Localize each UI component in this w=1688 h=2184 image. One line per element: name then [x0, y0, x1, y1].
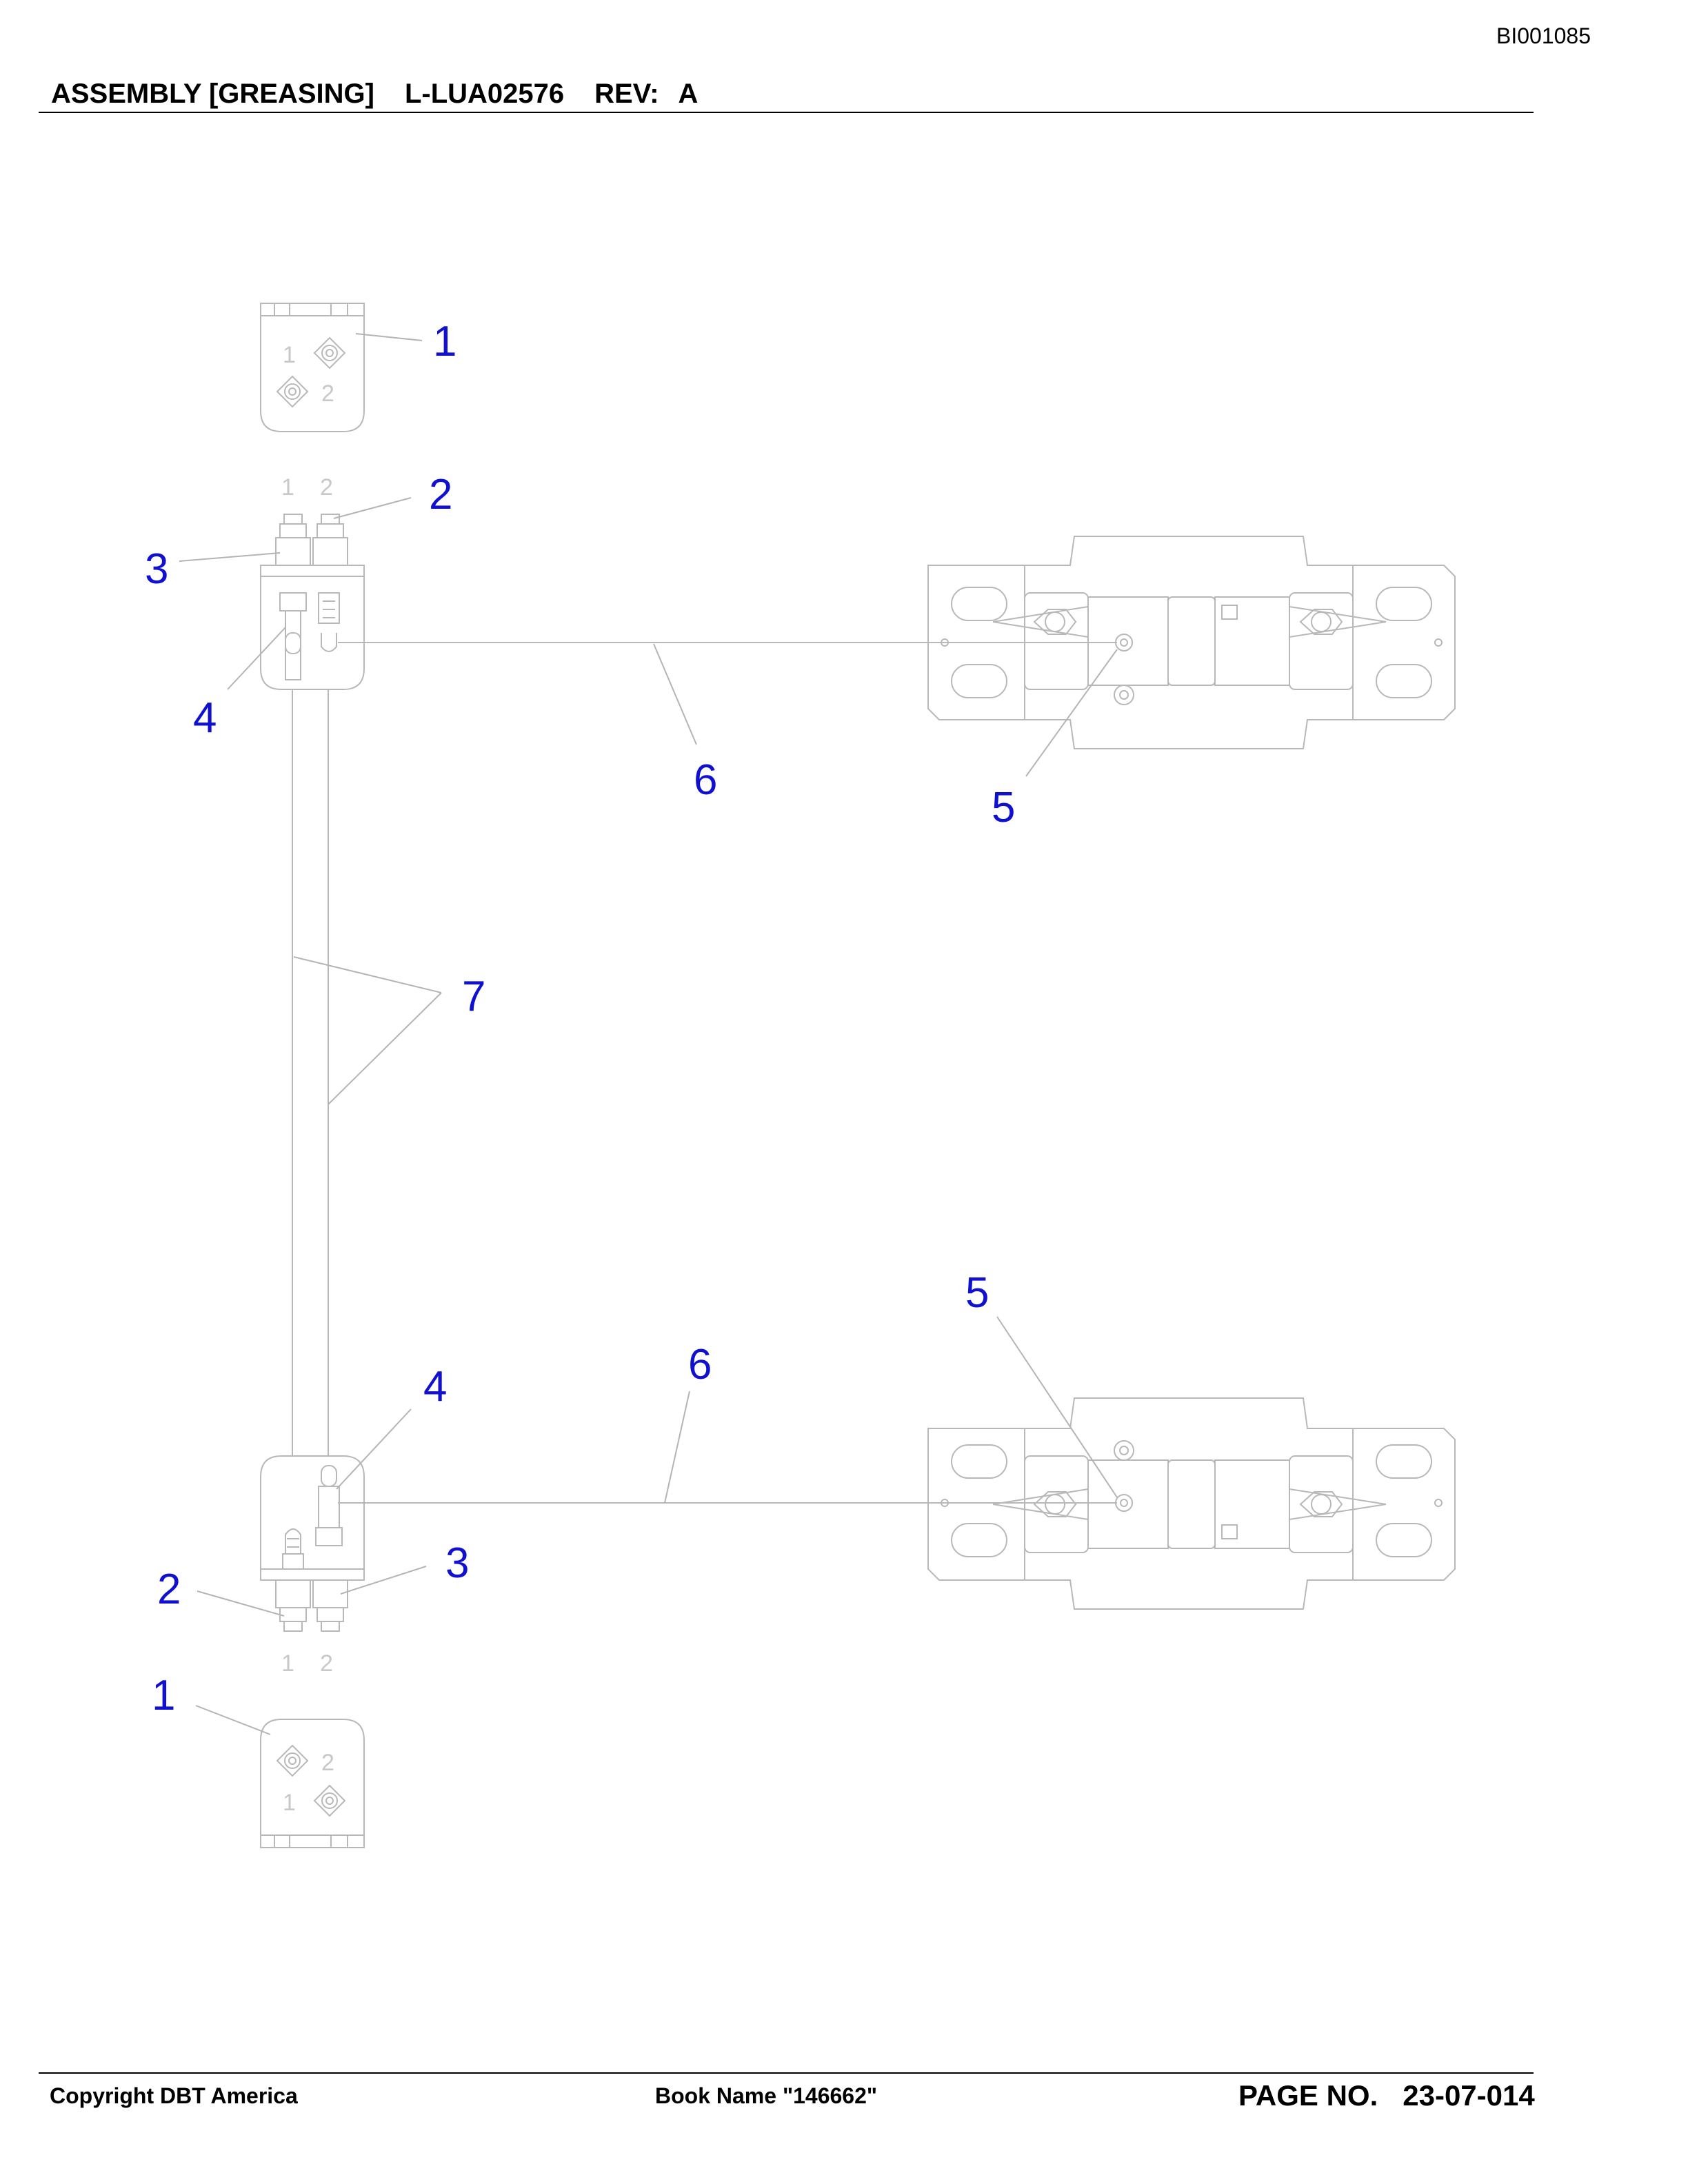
port-nipple-icon: [313, 336, 346, 370]
callout-item-6: 6: [688, 1341, 712, 1388]
bottom-manifold-block: 2 1: [260, 1719, 365, 1848]
port-label-1: 1: [283, 1790, 296, 1816]
footer-copyright: Copyright DBT America: [50, 2083, 298, 2108]
port-label-2: 2: [321, 1750, 334, 1776]
header-rule: [39, 112, 1534, 113]
rev-label: REV:: [594, 79, 659, 109]
footer-book-name: Book Name "146662": [655, 2083, 878, 2108]
footer-rule: [39, 2072, 1534, 2074]
top-bearing-housing: [927, 536, 1456, 749]
callout-item-5: 5: [965, 1269, 989, 1317]
callout-item-5: 5: [992, 784, 1015, 831]
port-label-2: 2: [321, 381, 334, 407]
grease-nipple-icon: [1114, 685, 1134, 705]
grease-nipple-icon: [1114, 1440, 1134, 1461]
footer-page-number: PAGE NO. 23-07-014: [1238, 2079, 1535, 2112]
port-label-1: 1: [281, 1650, 294, 1677]
callout-item-1: 1: [433, 318, 456, 365]
callout-item-2: 2: [157, 1566, 181, 1613]
grease-nipple-icon: [1115, 1494, 1133, 1512]
assembly-title: ASSEMBLY [GREASING]: [51, 79, 374, 109]
grease-nipple-icon: [1115, 634, 1133, 651]
callout-item-3: 3: [145, 545, 168, 593]
port-label-2: 2: [320, 1650, 333, 1677]
leader-lines: [179, 333, 1118, 1735]
page-value: 23-07-014: [1403, 2079, 1535, 2112]
callout-item-1: 1: [152, 1672, 175, 1719]
document-id: BI001085: [1496, 23, 1591, 48]
port-nipple-icon: [276, 375, 309, 408]
port-label-1: 1: [281, 474, 294, 501]
top-valve-block: 1 2: [260, 474, 365, 690]
page-title: ASSEMBLY [GREASING] L-LUA02576 REV: A: [51, 79, 728, 110]
callout-item-3: 3: [445, 1539, 469, 1587]
page-label: PAGE NO.: [1238, 2079, 1378, 2112]
part-number: L-LUA02576: [404, 79, 565, 109]
callout-item-4: 4: [423, 1363, 447, 1410]
callout-numbers: 1 2 3 4 6 5 7 5 6 4 3 2 1: [145, 318, 1015, 1719]
center-hoses: [292, 689, 329, 1456]
port-label-2: 2: [320, 474, 333, 501]
rev-value: A: [678, 79, 699, 109]
port-nipple-icon: [313, 1784, 346, 1817]
top-manifold-block: 1 2: [260, 303, 365, 432]
port-nipple-icon: [276, 1744, 309, 1777]
bottom-bearing-housing: [927, 1397, 1456, 1610]
callout-item-2: 2: [429, 471, 452, 518]
callout-item-6: 6: [694, 756, 717, 804]
port-label-1: 1: [283, 342, 296, 368]
callout-item-4: 4: [193, 694, 217, 742]
bottom-valve-block: 1 2: [260, 1455, 365, 1677]
callout-item-7: 7: [462, 973, 485, 1020]
